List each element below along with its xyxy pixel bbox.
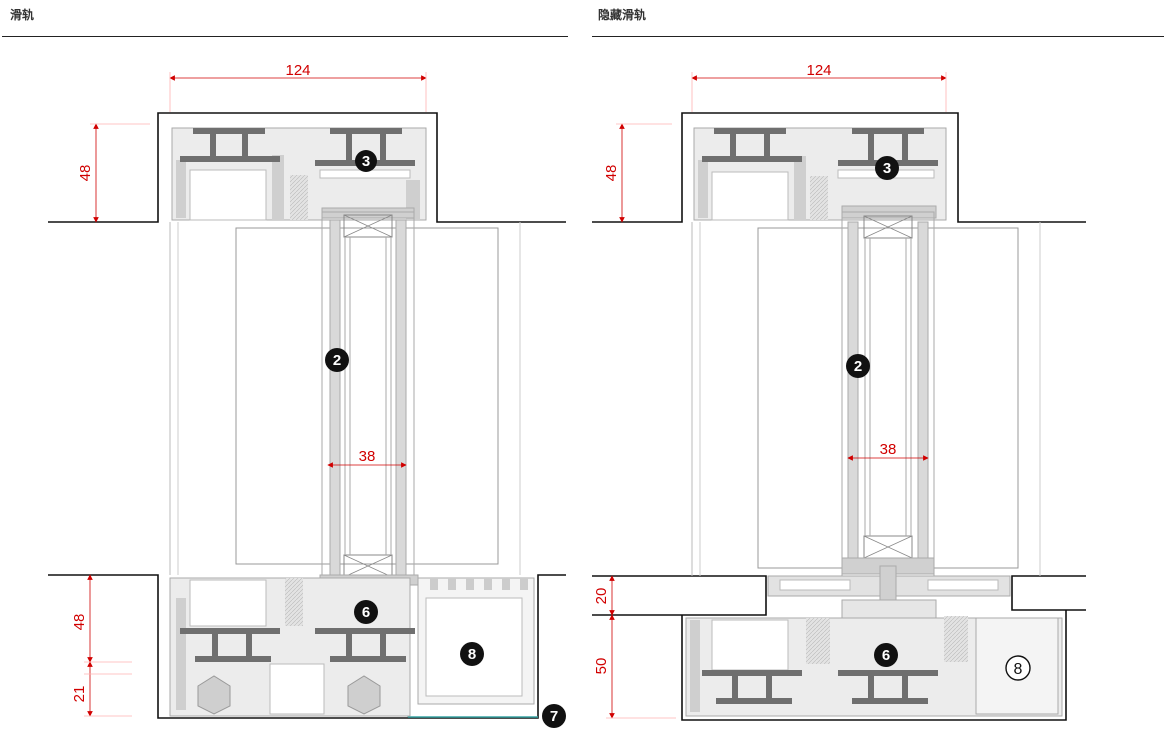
- left-dim-top-width: 124: [169, 62, 427, 112]
- right-bottom-profile: [685, 565, 1063, 717]
- right-sash: [841, 211, 935, 581]
- right-callout-2: 2: [846, 354, 870, 378]
- left-top-opening-outline: [48, 112, 566, 223]
- left-sash: [319, 211, 419, 586]
- svg-text:6: 6: [882, 647, 890, 664]
- right-panel-title: 隐藏滑轨: [598, 8, 647, 22]
- left-bottom-profile: [169, 577, 415, 717]
- left-dim-top-height: 48: [77, 123, 150, 223]
- right-header-rule: [592, 36, 1164, 37]
- right-dim-124: 124: [806, 62, 831, 79]
- svg-text:7: 7: [550, 708, 558, 725]
- left-fixed-pane: [235, 227, 499, 565]
- left-dim-38: 38: [359, 448, 376, 465]
- svg-text:8: 8: [1014, 661, 1023, 678]
- left-dim-124: 124: [285, 62, 310, 79]
- svg-text:2: 2: [854, 358, 862, 375]
- right-dim-20: 20: [593, 588, 610, 605]
- left-dim-48-top: 48: [77, 165, 94, 182]
- right-bottom-left-step: [592, 575, 767, 616]
- right-bottom-pit-outline: [681, 610, 1067, 721]
- right-dim-top-width: 124: [691, 62, 947, 112]
- right-dim-glass: 38: [847, 441, 929, 461]
- left-dim-bottom: 48 21: [71, 574, 132, 717]
- svg-text:3: 3: [362, 153, 370, 170]
- left-bottom-opening-outline: [48, 574, 566, 719]
- right-drawing: 124 48 38 20 50 3 2 6 8: [592, 62, 1086, 721]
- left-callout-2: 2: [325, 348, 349, 372]
- left-top-profile: [171, 127, 427, 221]
- left-dim-48-bottom: 48: [71, 614, 88, 631]
- right-callout-6: 6: [874, 643, 898, 667]
- left-callout-8: 8: [460, 642, 484, 666]
- left-drawing: 124 48 38 48 21 3 2 6 8 7: [48, 62, 566, 728]
- left-callout-7: 7: [542, 704, 566, 728]
- right-callout-8: 8: [1005, 655, 1031, 681]
- right-dim-bottom: 20 50: [593, 575, 676, 719]
- right-fixed-pane: [757, 227, 1019, 569]
- left-callout-6: 6: [354, 600, 378, 624]
- left-panel-title: 滑轨: [10, 8, 35, 22]
- left-header-rule: [2, 36, 568, 37]
- svg-text:8: 8: [468, 646, 476, 663]
- right-dim-top-height: 48: [603, 123, 672, 223]
- right-bottom-right-step: [1011, 575, 1086, 611]
- svg-text:3: 3: [883, 160, 891, 177]
- right-dim-50: 50: [593, 658, 610, 675]
- left-dim-glass: 38: [327, 448, 407, 468]
- right-top-profile: [693, 127, 947, 221]
- svg-text:6: 6: [362, 604, 370, 621]
- left-callout-3: 3: [355, 150, 377, 172]
- right-callout-3: 3: [875, 156, 899, 180]
- svg-text:2: 2: [333, 352, 341, 369]
- right-dim-38: 38: [880, 441, 897, 458]
- left-box-profile: [417, 577, 535, 705]
- right-dim-48: 48: [603, 165, 620, 182]
- left-dim-21: 21: [71, 686, 88, 703]
- right-top-opening-outline: [592, 112, 1086, 223]
